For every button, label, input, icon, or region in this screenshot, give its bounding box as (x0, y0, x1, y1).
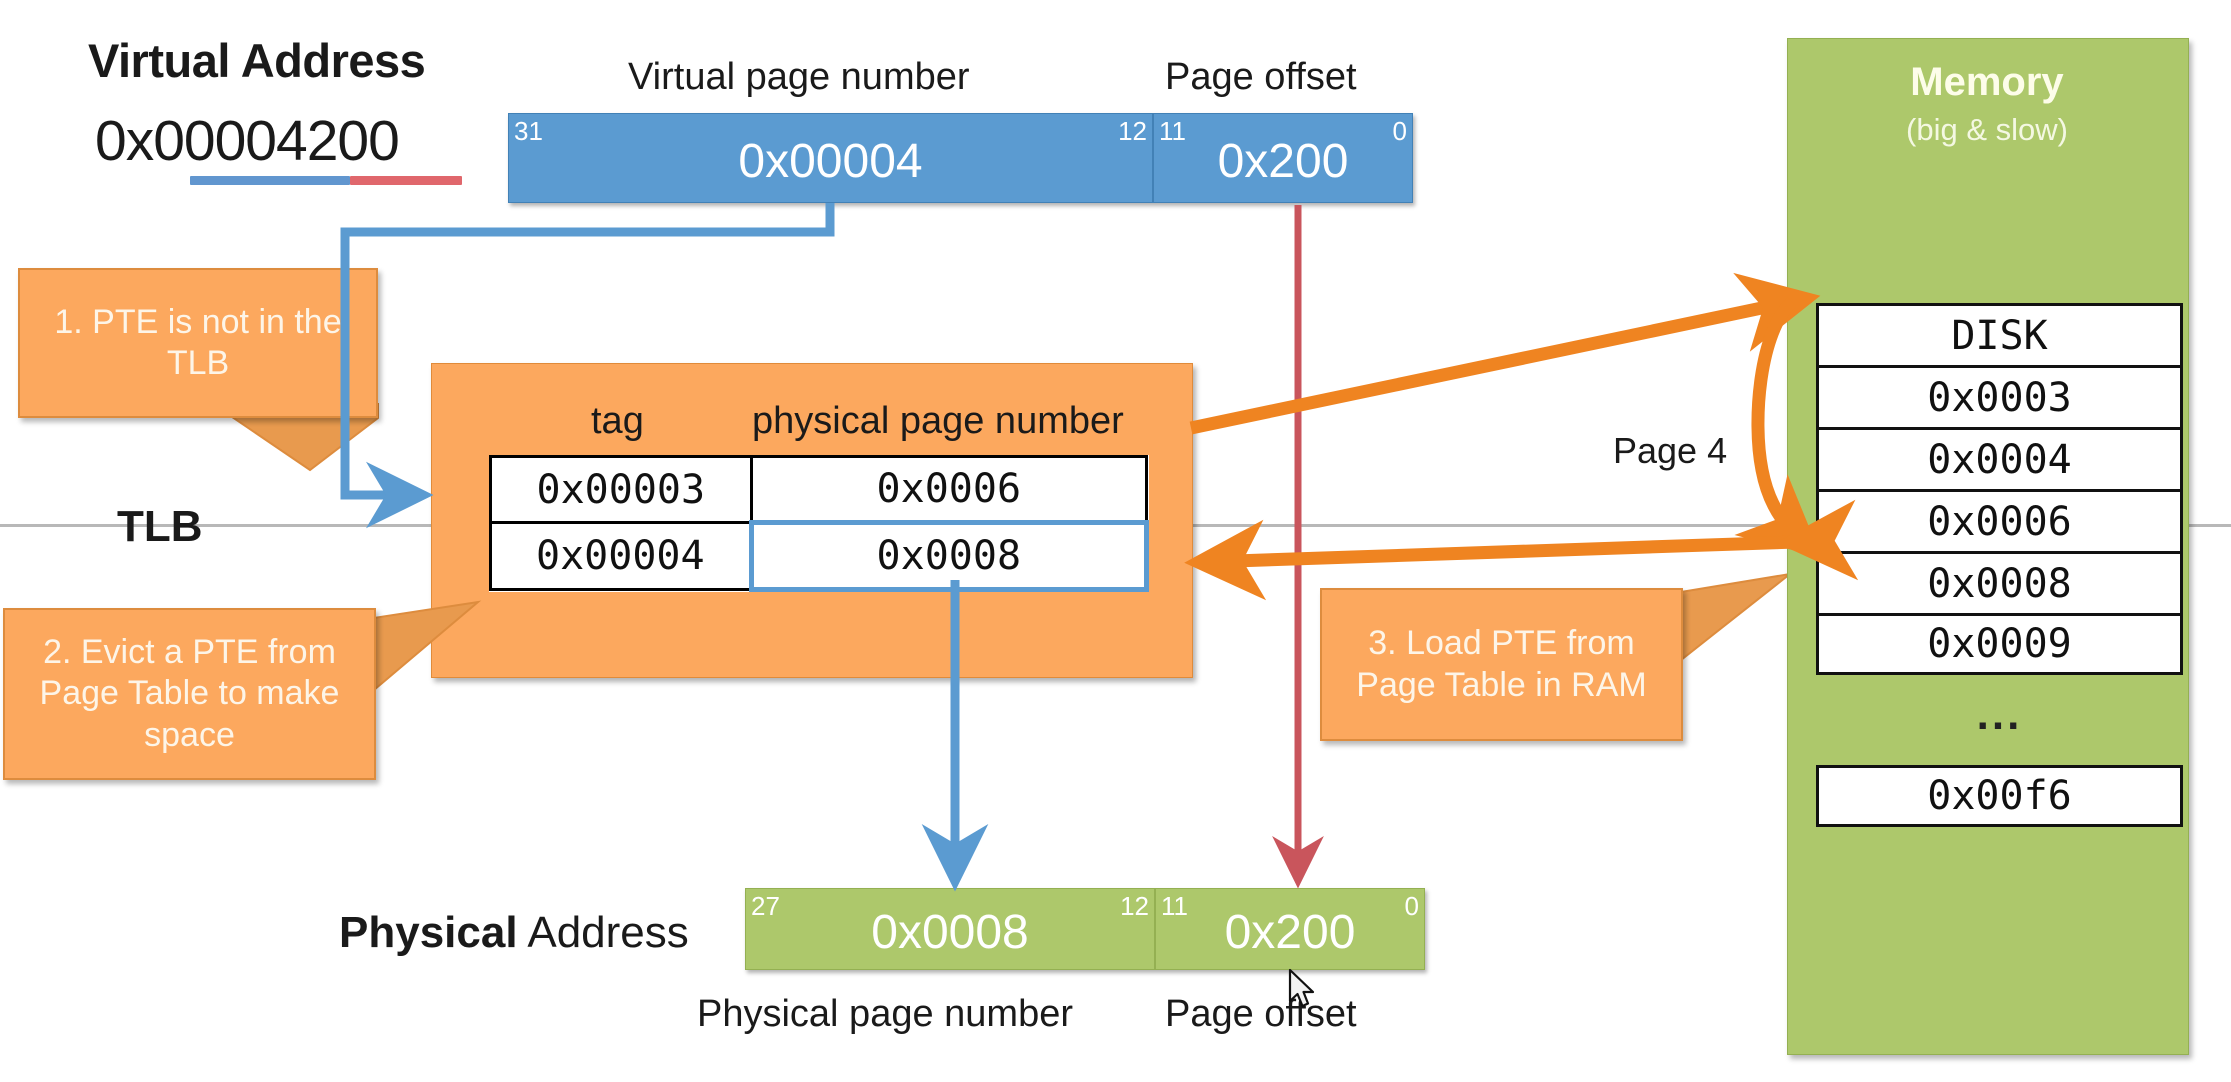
pa-ppn-value: 0x0008 (871, 905, 1029, 959)
memory-title: Memory (1910, 60, 2064, 104)
callout-1-text: 1. PTE is not in the TLB (54, 302, 342, 382)
pa-offset-bit-high: 11 (1161, 891, 1188, 921)
pa-ppn-bit-low: 12 (1120, 891, 1149, 921)
physical-address-title-rest: Address (517, 908, 689, 957)
tlb-to-memory-arrow (1189, 272, 1821, 435)
physical-page-number-field: 27 12 0x0008 (745, 888, 1155, 970)
callout-2-text: 2. Evict a PTE from Page Table to make s… (39, 632, 340, 754)
list-item: 0x00f6 (1816, 765, 2183, 827)
vpn-bit-low: 12 (1118, 116, 1147, 146)
list-item: DISK (1816, 303, 2183, 365)
tlb-row1-ppn-highlighted: 0x0008 (748, 520, 1150, 592)
virtual-page-offset-field: 11 0 0x200 (1153, 113, 1413, 203)
callout-3-text: 3. Load PTE from Page Table in RAM (1356, 624, 1647, 704)
list-item: 0x0004 (1816, 427, 2183, 489)
pa-offset-value: 0x200 (1224, 905, 1356, 959)
vpn-value: 0x00004 (738, 134, 923, 188)
physical-address-bar: 27 12 0x0008 11 0 0x200 (745, 888, 1425, 970)
physical-page-offset-caption: Page offset (1165, 993, 1357, 1035)
va-offset-bit-high: 11 (1159, 116, 1186, 146)
table-row: 0x00003 0x0006 (489, 455, 1149, 524)
memory-ellipsis: ... (1976, 690, 2023, 739)
virtual-address-title: Virtual Address (88, 34, 426, 87)
table-row: 0x00004 0x0008 (489, 520, 1150, 592)
physical-address-title-bold: Physical (339, 908, 518, 957)
callout-2: 2. Evict a PTE from Page Table to make s… (3, 608, 376, 780)
list-item: 0x0003 (1816, 365, 2183, 427)
physical-page-number-caption: Physical page number (697, 993, 1073, 1035)
physical-page-offset-field: 11 0 0x200 (1155, 888, 1425, 970)
tlb-header-physical-page-number: physical page number (752, 400, 1124, 442)
memory-subtitle: (big & slow) (1906, 112, 2068, 147)
pa-ppn-bit-high: 27 (751, 891, 780, 921)
va-offset-value: 0x200 (1217, 134, 1349, 188)
va-offset-bit-low: 0 (1392, 116, 1407, 146)
tlb-row0-tag: 0x00003 (489, 455, 753, 524)
physical-address-title: Physical Address (339, 908, 689, 958)
virtual-address-offset-underline (350, 176, 462, 185)
virtual-page-number-field: 31 12 0x00004 (508, 113, 1153, 203)
virtual-address-vpn-underline (190, 176, 350, 185)
virtual-address-value: 0x00004200 (95, 109, 400, 173)
memory-tail-entry-wrap: 0x00f6 (1816, 765, 2183, 827)
page-4-label: Page 4 (1613, 430, 1728, 471)
list-item: 0x0008 (1816, 551, 2183, 613)
pa-offset-bit-low: 0 (1404, 891, 1419, 921)
list-item: 0x0009 (1816, 613, 2183, 675)
virtual-page-number-caption: Virtual page number (628, 56, 970, 98)
vpn-bit-high: 31 (514, 116, 543, 146)
list-item: 0x0006 (1816, 489, 2183, 551)
callout-1: 1. PTE is not in the TLB (18, 268, 378, 418)
page-offset-caption: Page offset (1165, 56, 1357, 98)
tlb-table: 0x00003 0x0006 0x00004 0x0008 (489, 455, 1150, 592)
callout-3: 3. Load PTE from Page Table in RAM (1320, 588, 1683, 741)
callout-3-tail (1680, 573, 1791, 663)
tlb-header-tag: tag (591, 400, 644, 442)
mouse-pointer-icon (1288, 968, 1315, 1008)
tlb-label: TLB (117, 502, 203, 551)
memory-entry-list: DISK 0x0003 0x0004 0x0006 0x0008 0x0009 (1816, 303, 2183, 675)
tlb-row1-tag: 0x00004 (489, 521, 753, 591)
virtual-address-bar: 31 12 0x00004 11 0 0x200 (508, 113, 1413, 203)
tlb-row0-ppn: 0x0006 (749, 455, 1149, 524)
memory-to-tlb-double-arrow (1184, 499, 1859, 601)
